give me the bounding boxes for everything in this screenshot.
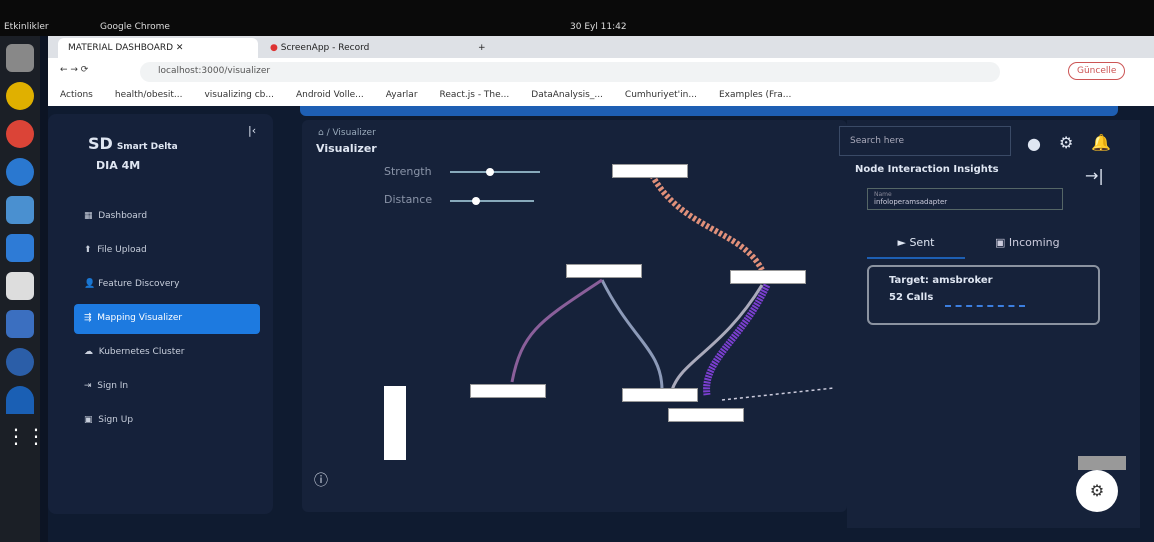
target-card[interactable]: Target: amsbroker 52 Calls (867, 265, 1100, 325)
software-icon[interactable] (6, 348, 34, 376)
url-field[interactable]: localhost:3000/visualizer (140, 62, 1000, 82)
strength-slider[interactable] (450, 168, 540, 176)
tab-screenapp[interactable]: ● ScreenApp - Record (260, 38, 420, 58)
collapse-sidebar-icon[interactable]: |‹ (248, 124, 257, 137)
chrome-icon[interactable] (6, 120, 34, 148)
nav-buttons[interactable]: ← → ⟳ (60, 65, 89, 75)
tab-incoming[interactable]: ▣ Incoming (995, 236, 1060, 249)
graph-edges (510, 173, 835, 401)
dock: ⋮⋮ (0, 36, 46, 542)
rhythmbox-icon[interactable] (6, 82, 34, 110)
sidebar-item-file-upload[interactable]: ⬆ File Upload (84, 245, 147, 255)
tab-material-dashboard[interactable]: MATERIAL DASHBOARD ✕ (58, 38, 258, 58)
settings-fab[interactable]: ⚙ (1076, 470, 1118, 512)
clock[interactable]: 30 Eyl 11:42 (570, 22, 627, 32)
scroll-indicator (1078, 456, 1126, 470)
edge (600, 279, 664, 391)
tab-sent[interactable]: ► Sent (867, 236, 965, 259)
sidebar-item-mapping-visualizer[interactable]: ⇶ Mapping Visualizer (74, 304, 260, 334)
search-input[interactable]: Search here (839, 126, 1011, 156)
tab-bar: MATERIAL DASHBOARD ✕ ● ScreenApp - Recor… (48, 36, 1154, 58)
edge (703, 283, 771, 396)
help-icon[interactable]: ⓘ (314, 473, 328, 489)
notifications-icon[interactable]: 🔔 (1091, 133, 1111, 152)
bookmarks-bar: Actions health/obesit... visualizing cb.… (48, 86, 1154, 106)
sidebar-item-dashboard[interactable]: ▦ Dashboard (84, 211, 148, 221)
app-icon-2[interactable] (6, 386, 34, 414)
graph-node[interactable] (612, 164, 688, 178)
bookmark[interactable]: Actions (60, 90, 93, 100)
bookmark[interactable]: Cumhuriyet'in... (624, 90, 697, 100)
bookmark[interactable]: Examples (Fra... (718, 90, 792, 100)
graph-node[interactable] (668, 408, 744, 422)
edge (721, 387, 835, 401)
graph-node[interactable] (470, 384, 546, 398)
account-icon[interactable]: ● (1027, 134, 1041, 153)
close-panel-icon[interactable]: →| (1085, 166, 1104, 185)
distance-label: Distance (384, 193, 433, 206)
document-icon[interactable] (6, 196, 34, 224)
graph-canvas[interactable]: ⌂ / Visualizer Visualizer Strength Dista… (302, 120, 847, 512)
app-icon[interactable] (6, 272, 34, 300)
files-icon[interactable] (6, 44, 34, 72)
sidebar-item-sign-up[interactable]: ▣ Sign Up (84, 415, 134, 425)
strength-label: Strength (384, 165, 432, 178)
sidebar-item-feature-discovery[interactable]: 👤 Feature Discovery (84, 279, 180, 289)
text-editor-icon[interactable] (6, 310, 34, 338)
vscode-icon[interactable] (6, 234, 34, 262)
calls-indicator (945, 305, 1025, 307)
bookmark[interactable]: health/obesit... (114, 90, 183, 100)
page-title: Visualizer (316, 142, 377, 155)
graph-node[interactable] (730, 270, 806, 284)
tab-label: MATERIAL DASHBOARD (68, 43, 174, 53)
address-bar-row: ← → ⟳ localhost:3000/visualizer Güncelle (48, 58, 1154, 86)
bookmark[interactable]: DataAnalysis_... (531, 90, 603, 100)
help-icon[interactable] (6, 158, 34, 186)
bookmark[interactable]: React.js - The... (439, 90, 510, 100)
settings-icon[interactable]: ⚙ (1059, 133, 1074, 152)
active-app: Google Chrome (100, 22, 170, 32)
zoom-controls[interactable] (384, 386, 406, 460)
edge (670, 284, 764, 391)
bookmark[interactable]: Ayarlar (385, 90, 418, 100)
system-top-bar: Etkinlikler Google Chrome 30 Eyl 11:42 (0, 0, 1154, 36)
distance-slider[interactable] (450, 197, 534, 205)
header-accent-bar (300, 106, 1118, 116)
tab-label: ScreenApp - Record (280, 43, 370, 53)
update-button[interactable]: Güncelle (1068, 62, 1126, 80)
graph-node[interactable] (622, 388, 698, 402)
breadcrumb: ⌂ / Visualizer (318, 128, 376, 138)
insights-title: Node Interaction Insights (855, 164, 999, 175)
screenapp-icon: ● (270, 43, 278, 53)
graph-node[interactable] (566, 264, 642, 278)
bookmark[interactable]: Android Volle... (295, 90, 364, 100)
app-grid-icon[interactable]: ⋮⋮ (6, 424, 46, 448)
edge (510, 278, 603, 383)
activities-button[interactable]: Etkinlikler (4, 22, 49, 32)
sidebar-item-sign-in[interactable]: ⇥ Sign In (84, 381, 129, 391)
sidebar-item-kubernetes-cluster[interactable]: ☁ Kubernetes Cluster (84, 347, 185, 357)
new-tab-button[interactable]: + (478, 43, 486, 53)
edge (649, 173, 765, 272)
bookmark[interactable]: visualizing cb... (204, 90, 274, 100)
